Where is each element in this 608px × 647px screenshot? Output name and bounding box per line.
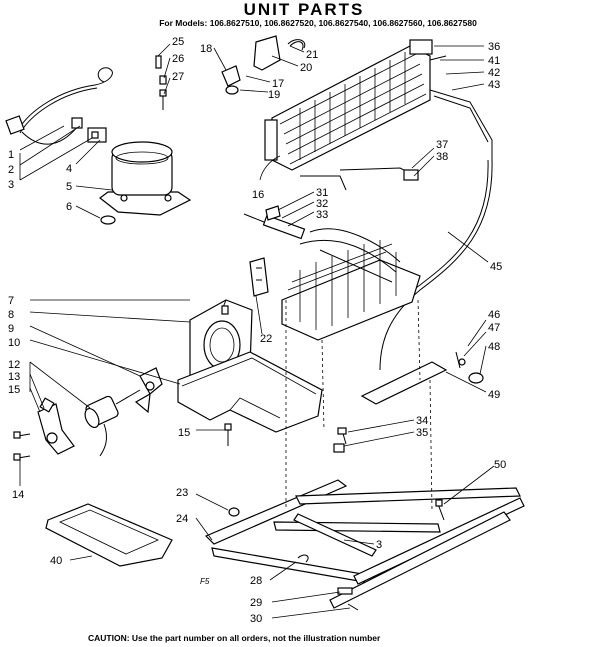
callout-19: 19 [268, 89, 280, 101]
power-cord [5, 67, 113, 145]
callout-4: 4 [66, 163, 72, 175]
caution-note: CAUTION: Use the part number on all orde… [88, 633, 381, 643]
callout-43: 43 [488, 79, 500, 91]
callout-3b: 3 [376, 539, 382, 551]
callout-33: 33 [316, 209, 328, 221]
screws-top [155, 55, 167, 110]
clip-37-38 [300, 167, 419, 191]
callout-50: 50 [494, 459, 506, 471]
callout-25: 25 [172, 36, 184, 48]
callout-17: 17 [272, 78, 284, 90]
callout-47: 47 [488, 322, 500, 334]
callout-21: 21 [306, 49, 318, 61]
callout-10: 10 [8, 337, 20, 349]
bracket-22 [249, 257, 269, 297]
callout-34: 34 [416, 415, 428, 427]
callout-22: 22 [260, 333, 272, 345]
grommet [100, 215, 116, 225]
drain-pan [45, 503, 173, 567]
callout-1: 1 [8, 149, 14, 161]
callout-29: 29 [250, 597, 262, 609]
capillary-tube [379, 159, 493, 371]
callout-9: 9 [8, 323, 14, 335]
callout-27: 27 [172, 71, 184, 83]
dashed-leaders [285, 299, 433, 511]
callout-38: 38 [436, 151, 448, 163]
callout-49: 49 [488, 389, 500, 401]
callout-31: 31 [316, 187, 328, 199]
models-line: For Models: 106.8627510, 106.8627520, 10… [159, 18, 477, 28]
callout-13: 13 [8, 371, 20, 383]
figure-code: F5 [200, 577, 210, 586]
diagram-title: UNIT PARTS [244, 0, 365, 19]
callout-2: 2 [8, 164, 14, 176]
callout-32: 32 [316, 198, 328, 210]
callout-45: 45 [490, 261, 502, 273]
callout-26: 26 [172, 53, 184, 65]
callout-28: 28 [250, 575, 262, 587]
callout-24: 24 [176, 513, 188, 525]
callout-37: 37 [436, 139, 448, 151]
filter-drier [243, 205, 306, 240]
callout-16: 16 [252, 189, 264, 201]
small-parts-misc [228, 351, 484, 611]
callout-leaders [19, 43, 495, 619]
motor-bracket [37, 397, 75, 455]
callout-35: 35 [416, 427, 428, 439]
screws-14-15 [13, 423, 232, 461]
callout-18: 18 [200, 43, 212, 55]
callout-48: 48 [488, 341, 500, 353]
callout-3: 3 [8, 179, 14, 191]
callout-14: 14 [12, 489, 24, 501]
callout-40: 40 [50, 555, 62, 567]
callout-42: 42 [488, 67, 500, 79]
callout-labels: 1 2 3 4 5 6 25 26 27 18 21 20 17 19 36 4… [8, 36, 506, 625]
compressor [99, 141, 192, 216]
callout-8: 8 [8, 309, 14, 321]
callout-46: 46 [488, 309, 500, 321]
callout-23: 23 [176, 487, 188, 499]
frame-rails [204, 479, 525, 609]
small-parts-17-21 [221, 35, 306, 95]
callout-15b: 15 [178, 427, 190, 439]
callout-41: 41 [488, 55, 500, 67]
relay-overload [87, 127, 107, 143]
condenser [264, 39, 493, 171]
callout-12: 12 [8, 359, 20, 371]
callout-30: 30 [250, 613, 262, 625]
callout-20: 20 [300, 62, 312, 74]
fan-blade [134, 367, 163, 414]
evaporator [281, 228, 421, 341]
callout-6: 6 [66, 201, 72, 213]
fan-motor [84, 389, 141, 457]
callout-36: 36 [488, 41, 500, 53]
callout-15a: 15 [8, 384, 20, 396]
callout-5: 5 [66, 181, 72, 193]
callout-7: 7 [8, 295, 14, 307]
